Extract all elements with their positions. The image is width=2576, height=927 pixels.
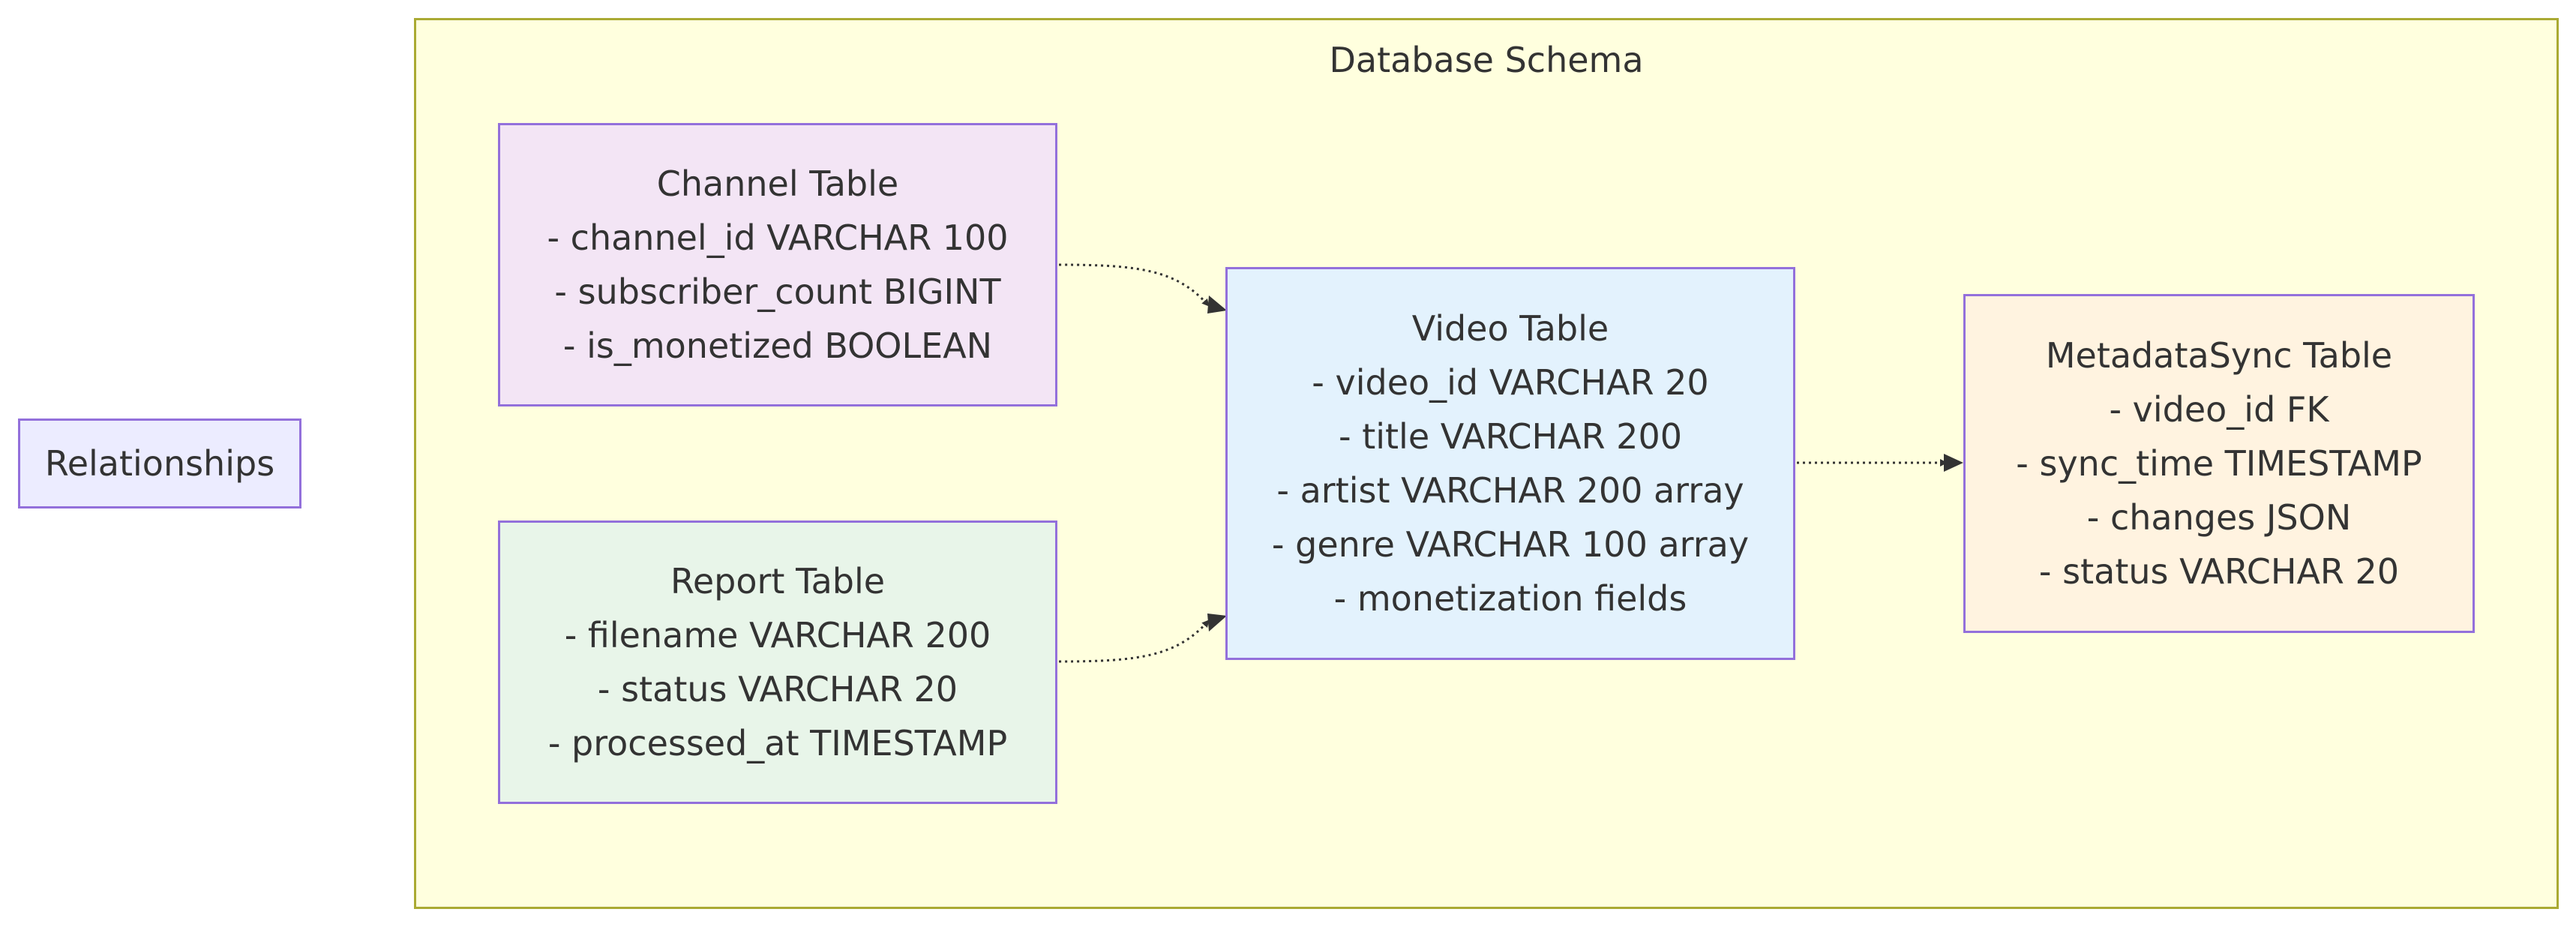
channel-field: - is_monetized BOOLEAN: [562, 326, 993, 366]
arrow-tip-channel-video: [1207, 296, 1227, 314]
channel-field: - subscriber_count BIGINT: [554, 272, 1001, 312]
metadatasync-table-title: MetadataSync Table: [2045, 335, 2393, 376]
video-table-title: Video Table: [1411, 308, 1609, 349]
relationships-node[interactable]: Relationships: [18, 418, 301, 508]
report-table-node[interactable]: Report Table - filename VARCHAR 200 - st…: [498, 520, 1057, 804]
video-field: - artist VARCHAR 200 array: [1276, 470, 1744, 511]
video-field: - monetization fields: [1333, 578, 1687, 619]
channel-table-text: Channel Table - channel_id VARCHAR 100 -…: [547, 157, 1008, 373]
edge-channel-to-video: [1058, 263, 1210, 307]
report-field: - status VARCHAR 20: [597, 669, 958, 710]
metadatasync-field: - changes JSON: [2086, 497, 2352, 538]
report-field: - processed_at TIMESTAMP: [547, 723, 1008, 764]
arrow-tip-report-video: [1207, 614, 1227, 632]
edge-report-to-video: [1058, 620, 1210, 663]
metadatasync-field: - sync_time TIMESTAMP: [2016, 443, 2422, 484]
video-field: - genre VARCHAR 100 array: [1271, 524, 1750, 565]
report-table-title: Report Table: [670, 561, 886, 602]
metadatasync-table-node[interactable]: MetadataSync Table - video_id FK - sync_…: [1963, 294, 2475, 633]
metadatasync-table-text: MetadataSync Table - video_id FK - sync_…: [2016, 328, 2422, 598]
video-field: - video_id VARCHAR 20: [1312, 362, 1709, 403]
metadatasync-field: - video_id FK: [2109, 389, 2329, 430]
channel-table-title: Channel Table: [656, 164, 899, 204]
cluster-title: Database Schema: [1329, 40, 1644, 80]
video-table-text: Video Table - video_id VARCHAR 20 - titl…: [1272, 302, 1749, 626]
relationships-node-text: Relationships: [45, 436, 274, 490]
report-table-text: Report Table - filename VARCHAR 200 - st…: [548, 554, 1007, 770]
metadatasync-field: - status VARCHAR 20: [2038, 551, 2400, 592]
video-table-node[interactable]: Video Table - video_id VARCHAR 20 - titl…: [1225, 267, 1795, 660]
relationships-label: Relationships: [44, 443, 275, 484]
arrow-tip-video-metadata: [1944, 454, 1963, 472]
video-field: - title VARCHAR 200: [1338, 416, 1682, 457]
channel-table-node[interactable]: Channel Table - channel_id VARCHAR 100 -…: [498, 123, 1057, 406]
channel-field: - channel_id VARCHAR 100: [547, 218, 1009, 258]
report-field: - filename VARCHAR 200: [564, 615, 991, 656]
